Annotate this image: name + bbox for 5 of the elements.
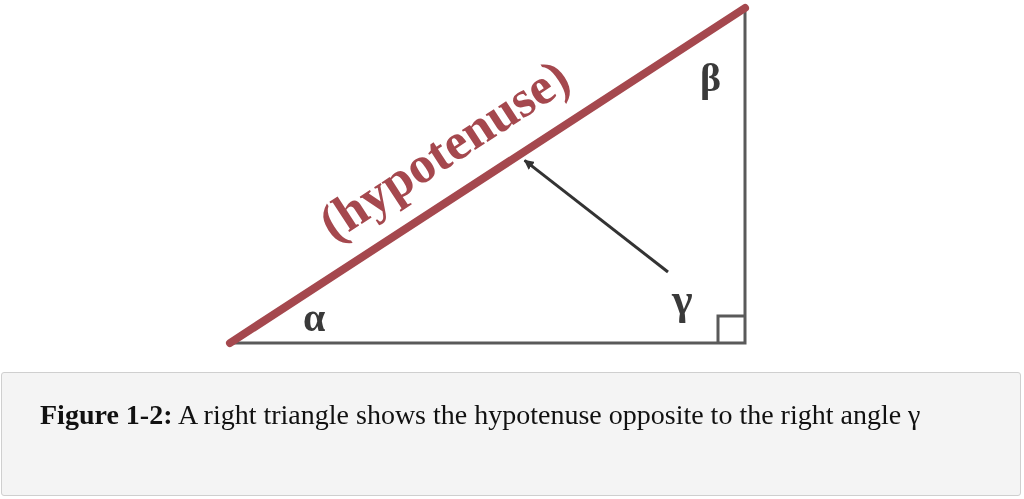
arrow <box>523 159 669 274</box>
angle-label: γ <box>672 278 693 322</box>
angle-label: β <box>700 58 722 98</box>
figure-caption: Figure 1-2: A right triangle shows the hypotenuse opposite to the right angle γ <box>40 398 922 432</box>
angle-label: α <box>303 298 326 338</box>
